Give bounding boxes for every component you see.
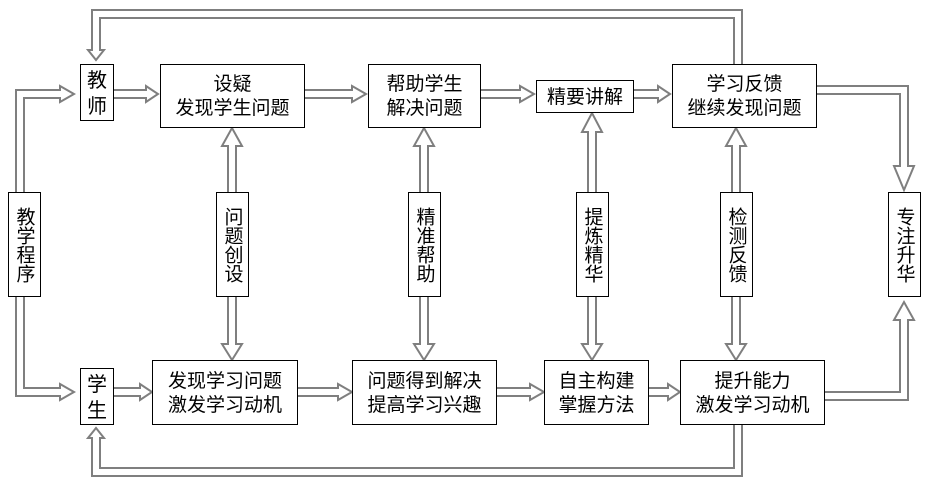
bottom-box-3-line-2: 掌握方法 <box>558 393 635 416</box>
bottom-box4-to-result-arrow <box>824 299 916 401</box>
bottom-box2-to-box3-arrow <box>495 382 547 402</box>
top-box2-to-box3-arrow <box>479 84 537 104</box>
top-box-2-line-2: 解决问题 <box>386 97 463 119</box>
procedure-to-student-arrow <box>15 296 77 402</box>
link-2-label: 精准帮助 <box>413 206 436 283</box>
bottom-box-1-line-1: 发现学习问题 <box>167 369 282 392</box>
top-box-4: 学习反馈 继续发现问题 <box>672 64 817 128</box>
result-label: 专注升华 <box>893 206 916 283</box>
student-label: 学生 <box>87 371 107 422</box>
link1-down-arrow <box>220 296 244 362</box>
teacher-label: 教师 <box>87 67 107 118</box>
teacher-box: 教师 <box>80 64 114 121</box>
bottom-box-1-line-2: 激发学习动机 <box>167 393 282 416</box>
student-to-box1-arrow <box>112 382 154 402</box>
top-box-3: 精要讲解 <box>536 80 634 113</box>
bottom-box3-to-box4-arrow <box>647 382 682 402</box>
procedure-label-box: 教学程序 <box>8 192 41 297</box>
link2-up-arrow <box>412 125 436 192</box>
result-label-box: 专注升华 <box>888 192 921 297</box>
bottom-box-2: 问题得到解决 提高学习兴趣 <box>352 360 497 425</box>
link-3-label: 提炼精华 <box>581 206 604 283</box>
link3-up-arrow <box>580 110 604 192</box>
bottom-box-1: 发现学习问题 激发学习动机 <box>152 360 298 425</box>
top-box-1: 设疑 发现学生问题 <box>160 64 305 128</box>
bottom-box-3: 自主构建 掌握方法 <box>544 360 649 425</box>
top-box-4-line-2: 继续发现问题 <box>687 97 802 119</box>
top-box4-to-result-arrow <box>816 85 916 193</box>
top-box-4-line-1: 学习反馈 <box>706 73 783 95</box>
link-3-label-box: 提炼精华 <box>576 192 609 297</box>
bottom-box-2-line-2: 提高学习兴趣 <box>367 393 482 416</box>
top-box-1-line-2: 发现学生问题 <box>175 97 290 119</box>
top-box-2-line-1: 帮助学生 <box>386 73 463 95</box>
bottom-box-4: 提升能力 激发学习动机 <box>680 360 825 425</box>
bottom-box-2-line-1: 问题得到解决 <box>367 369 482 392</box>
student-box: 学生 <box>80 368 114 425</box>
bottom-box-4-line-1: 提升能力 <box>714 369 791 392</box>
top-box3-to-box4-arrow <box>632 84 672 104</box>
top-box1-to-box2-arrow <box>303 84 369 104</box>
top-box-3-line-1: 精要讲解 <box>546 85 623 108</box>
procedure-label: 教学程序 <box>13 206 36 283</box>
bottom-box1-to-box2-arrow <box>296 382 355 402</box>
link4-down-arrow <box>724 296 748 362</box>
bottom-box-4-line-2: 激发学习动机 <box>695 393 810 416</box>
link1-up-arrow <box>220 125 244 192</box>
top-box-1-line-1: 设疑 <box>213 73 252 95</box>
feedback-loop-top-arrow <box>85 9 743 64</box>
link-1-label-box: 问题创设 <box>216 192 249 297</box>
procedure-to-teacher-arrow <box>15 84 77 192</box>
link4-up-arrow <box>724 125 748 192</box>
top-box-2: 帮助学生 解决问题 <box>368 64 481 128</box>
link-4-label: 检测反馈 <box>725 206 748 283</box>
link-1-label: 问题创设 <box>221 206 244 283</box>
teacher-to-box1-arrow <box>112 84 160 104</box>
link2-down-arrow <box>412 296 436 362</box>
link-4-label-box: 检测反馈 <box>720 192 753 297</box>
link3-down-arrow <box>580 296 604 362</box>
bottom-box-3-line-1: 自主构建 <box>558 369 635 392</box>
feedback-loop-bottom-arrow <box>85 424 743 477</box>
link-2-label-box: 精准帮助 <box>408 192 441 297</box>
